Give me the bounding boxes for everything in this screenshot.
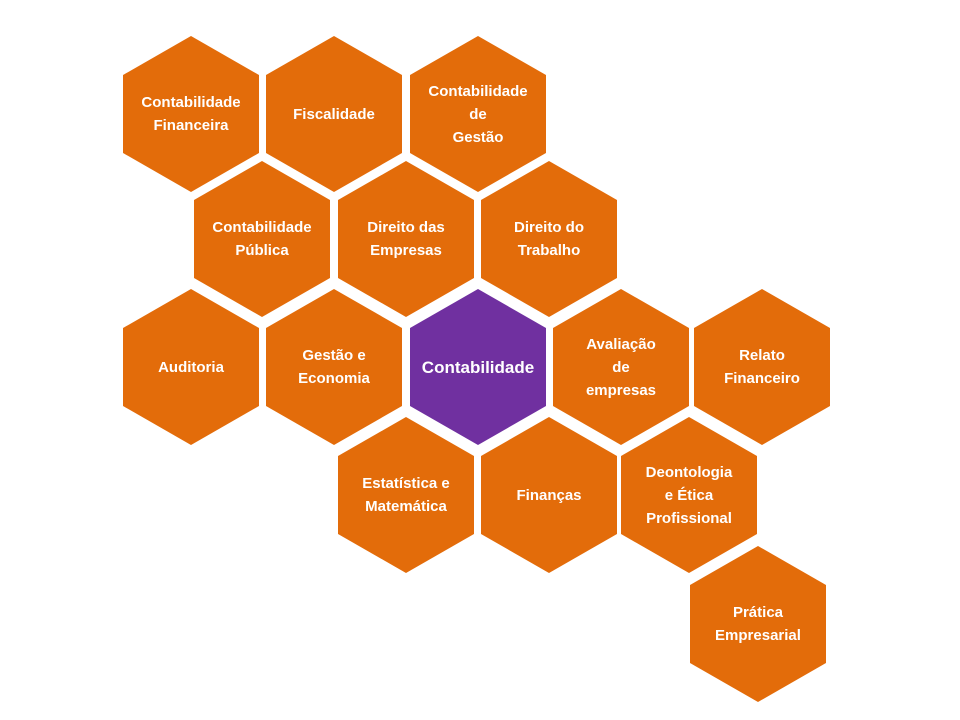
hex-label: Prática Empresarial xyxy=(715,604,801,644)
hex-contabilidade-center: Contabilidade xyxy=(410,289,546,445)
hex-direito-das-empresas: Direito das Empresas xyxy=(338,161,474,317)
hex-avaliacao-de-empresas: Avaliação de empresas xyxy=(553,289,689,445)
hex-gestao-e-economia: Gestão e Economia xyxy=(266,289,402,445)
hex-label: Avaliação de empresas xyxy=(585,335,657,399)
hex-pratica-empresarial: Prática Empresarial xyxy=(690,546,826,702)
hex-label: Estatística e Matemática xyxy=(362,475,450,515)
hex-label: Relato Financeiro xyxy=(724,347,800,387)
hex-deontologia-etica-profissional: Deontologia e Ética Profissional xyxy=(621,417,757,573)
hex-contabilidade-financeira: Contabilidade Financeira xyxy=(123,36,259,192)
hex-estatistica-e-matematica: Estatística e Matemática xyxy=(338,417,474,573)
hex-label: Direito do Trabalho xyxy=(514,219,584,259)
hex-fiscalidade: Fiscalidade xyxy=(266,36,402,192)
hex-label: Direito das Empresas xyxy=(367,219,445,259)
hex-contabilidade-de-gestao: Contabilidade de Gestão xyxy=(410,36,546,192)
hex-label: Finanças xyxy=(516,486,582,504)
hex-contabilidade-publica: Contabilidade Pública xyxy=(194,161,330,317)
hex-label: Auditoria xyxy=(158,358,224,376)
hex-label: Deontologia e Ética Profissional xyxy=(645,463,733,527)
hex-label: Gestão e Economia xyxy=(298,347,370,387)
hex-relato-financeiro: Relato Financeiro xyxy=(694,289,830,445)
hex-label: Contabilidade Pública xyxy=(212,219,312,259)
hex-auditoria: Auditoria xyxy=(123,289,259,445)
hex-label: Contabilidade Financeira xyxy=(141,94,241,134)
hex-label: Fiscalidade xyxy=(293,105,375,123)
hex-label: Contabilidade xyxy=(421,357,535,377)
hex-financas: Finanças xyxy=(481,417,617,573)
hex-direito-do-trabalho: Direito do Trabalho xyxy=(481,161,617,317)
hex-label: Contabilidade de Gestão xyxy=(428,82,528,146)
